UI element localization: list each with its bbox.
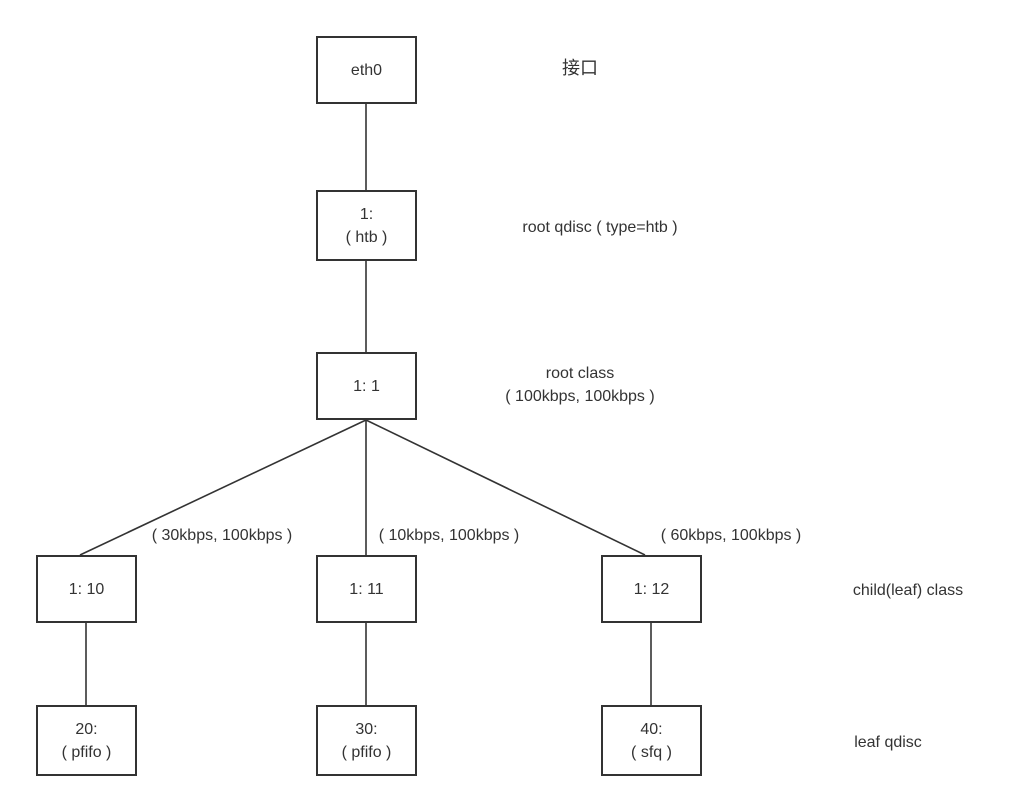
node-qdisc-40: 40: ( sfq ) (601, 705, 702, 776)
node-label: 1: 1 (353, 377, 380, 395)
annotation-root-class-line2: ( 100kbps, 100kbps ) (505, 388, 655, 405)
node-sublabel: ( htb ) (345, 228, 388, 246)
node-class-1-12: 1: 12 (601, 555, 702, 623)
edge-label-30kbps: ( 30kbps, 100kbps ) (151, 527, 293, 544)
node-label: 30: (355, 720, 378, 738)
node-qdisc-20: 20: ( pfifo ) (36, 705, 137, 776)
node-sublabel: ( pfifo ) (61, 743, 112, 761)
annotation-interface: 接口 (562, 58, 598, 78)
edge-label-60kbps: ( 60kbps, 100kbps ) (660, 527, 802, 544)
edge-root-class-to-class-12 (365, 419, 646, 556)
node-sublabel: ( pfifo ) (341, 743, 392, 761)
node-label: 1: 11 (349, 580, 384, 598)
edge-root-class-to-class-10 (79, 419, 367, 556)
edge-label-10kbps: ( 10kbps, 100kbps ) (378, 527, 520, 544)
node-label: 40: (640, 720, 663, 738)
node-qdisc-30: 30: ( pfifo ) (316, 705, 417, 776)
node-class-1-10: 1: 10 (36, 555, 137, 623)
node-label: eth0 (350, 61, 383, 79)
node-label: 1: 10 (68, 580, 105, 598)
node-label: 20: (75, 720, 98, 738)
annotation-root-qdisc: root qdisc ( type=htb ) (522, 219, 678, 236)
node-label: 1: 12 (633, 580, 670, 598)
annotation-child-leaf-class: child(leaf) class (852, 582, 964, 599)
node-class-1-11: 1: 11 (316, 555, 417, 623)
node-sublabel: ( sfq ) (631, 743, 672, 761)
annotation-leaf-qdisc: leaf qdisc (854, 734, 922, 751)
annotation-root-class: root class ( 100kbps, 100kbps ) (460, 362, 700, 408)
node-label: 1: (359, 205, 374, 223)
node-root-class: 1: 1 (316, 352, 417, 420)
node-root-qdisc: 1: ( htb ) (316, 190, 417, 261)
node-eth0: eth0 (316, 36, 417, 104)
annotation-root-class-line1: root class (545, 365, 615, 382)
